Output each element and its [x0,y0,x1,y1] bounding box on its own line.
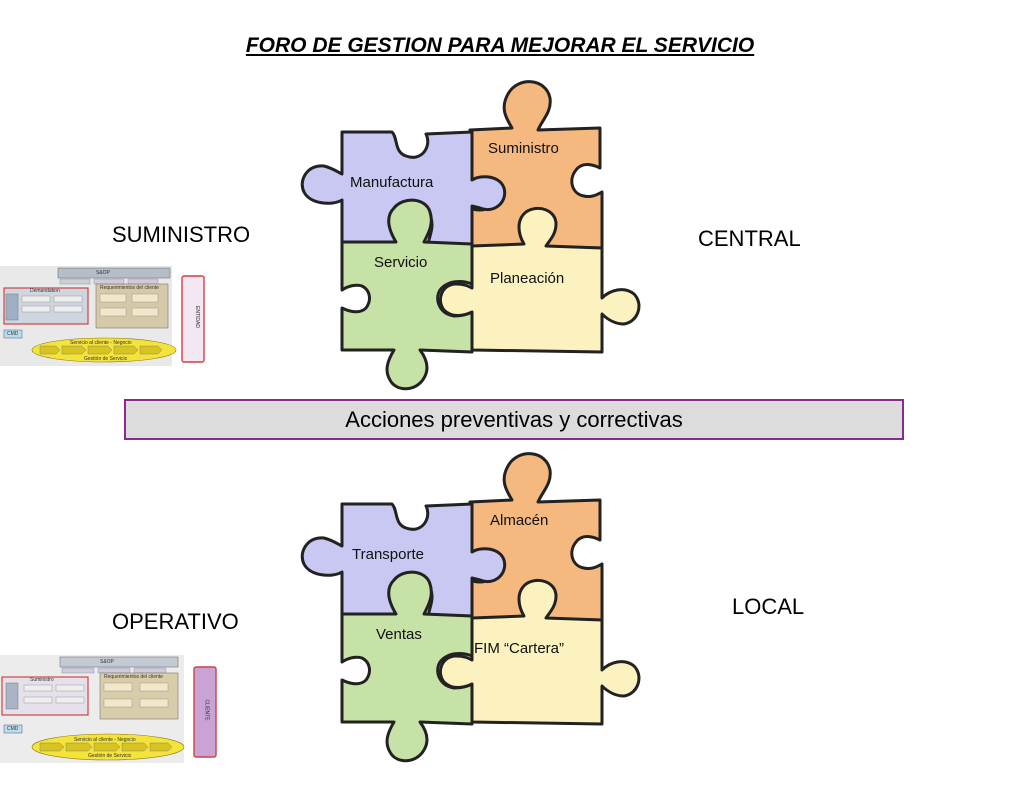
thumbnail-diagram-top: S&OP Demandation Requerimientos del clie… [0,266,208,366]
puzzle-bottom-graphic [300,452,641,763]
thumbnail-footer: Gestión de Servicio [84,356,128,362]
thumbnail-arrow-label: Servicio al cliente - Negocio [74,737,136,743]
piece-label-fim-cartera: FIM “Cartera” [474,640,564,657]
thumbnail-arrow-label: Servicio al cliente - Negocio [70,340,132,346]
puzzle-top: Manufactura Suministro Servicio Planeaci… [280,68,660,408]
thumbnail-left-tag: CMD [7,726,19,732]
thumbnail-box2: Requerimientos del cliente [100,285,159,291]
thumbnail-top-graphic [0,266,205,366]
label-central: CENTRAL [698,226,801,251]
thumbnail-side-label: CLIENTE [203,699,210,721]
puzzle-bottom: Transporte Almacén Ventas FIM “Cartera” [280,440,660,780]
puzzle-piece-bottom-right [439,207,641,354]
page-title: FORO DE GESTION PARA MEJORAR EL SERVICIO [245,34,755,57]
thumbnail-header: S&OP [96,270,110,276]
puzzle-piece-bottom-left [340,198,474,391]
piece-label-planeacion: Planeación [490,270,565,287]
thumbnail-side-label: ENTIDAD [193,306,200,328]
thumbnail-bottom-graphic [0,655,217,763]
thumbnail-box2: Requerimientos del cliente [104,674,163,680]
puzzle-piece-bottom-right [439,579,641,726]
label-suministro: SUMINISTRO [112,222,251,247]
piece-label-almacen: Almacén [490,512,549,529]
piece-label-suministro: Suministro [488,140,559,157]
thumbnail-footer: Gestión de Servicio [88,753,132,759]
label-local: LOCAL [732,594,805,619]
puzzle-piece-bottom-left [340,570,474,763]
puzzle-top-graphic [300,80,641,391]
label-operativo: OPERATIVO [112,609,239,634]
piece-label-ventas: Ventas [376,626,422,643]
piece-label-manufactura: Manufactura [350,174,434,191]
thumbnail-diagram-bottom: S&OP Suministro Requerimientos del clien… [0,655,217,763]
thumbnail-box1: Demandation [30,288,60,294]
actions-banner: Acciones preventivas y correctivas [124,399,904,440]
thumbnail-header: S&OP [100,659,114,665]
piece-label-transporte: Transporte [352,546,424,563]
piece-label-servicio: Servicio [374,254,428,271]
thumbnail-left-tag: CMD [7,331,19,337]
thumbnail-box1: Suministro [30,677,54,683]
